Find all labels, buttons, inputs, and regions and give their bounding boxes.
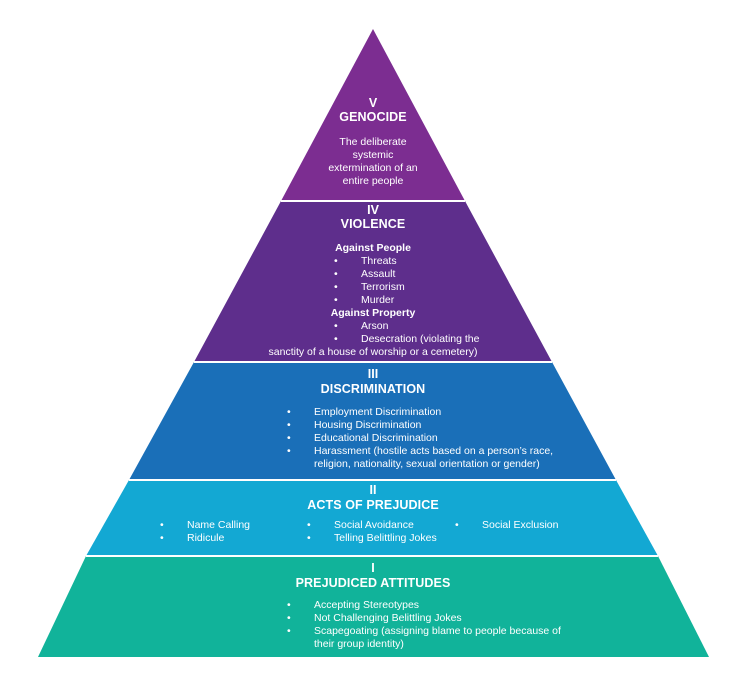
prejudice-item: Name Calling	[160, 519, 250, 532]
attitudes-item: Accepting Stereotypes	[287, 599, 419, 612]
violence-property-continuation: sanctity of a house of worship or a ceme…	[268, 346, 478, 358]
violence-people-item: Terrorism	[334, 281, 405, 294]
attitudes-numeral: I	[371, 561, 375, 575]
prejudice-title: ACTS OF PREJUDICE	[307, 498, 439, 512]
violence-people-item: Threats	[334, 255, 396, 268]
violence-property-item: Arson	[334, 320, 389, 333]
violence-property-heading: Against Property	[330, 307, 416, 319]
genocide-numeral: V	[368, 96, 378, 110]
tier-prejudice-shape	[86, 480, 658, 556]
prejudice-item: Telling Belittling Jokes	[307, 532, 437, 545]
discrimination-item: Harassment (hostile acts based on a pers…	[287, 445, 553, 458]
discrimination-item: Educational Discrimination	[287, 432, 438, 445]
tier-genocide-shape	[281, 29, 465, 201]
genocide-desc-3: extermination of an	[328, 162, 418, 174]
attitudes-item: Scapegoating (assigning blame to people …	[287, 625, 561, 638]
genocide-desc-4: entire people	[342, 175, 404, 187]
violence-property-item: Desecration (violating the	[334, 333, 480, 346]
prejudice-numeral: II	[369, 483, 377, 497]
violence-people-item: Assault	[334, 268, 396, 281]
attitudes-title: PREJUDICED ATTITUDES	[295, 576, 451, 590]
violence-people-heading: Against People	[335, 242, 411, 254]
attitudes-item: Not Challenging Belittling Jokes	[287, 612, 462, 625]
genocide-title: GENOCIDE	[339, 110, 407, 124]
violence-title: VIOLENCE	[340, 217, 406, 231]
discrimination-title: DISCRIMINATION	[320, 382, 426, 396]
violence-numeral: IV	[367, 203, 379, 217]
discrimination-numeral: III	[367, 367, 379, 381]
prejudice-item: Social Exclusion	[455, 519, 559, 532]
violence-people-item: Murder	[334, 294, 394, 307]
prejudice-item: Ridicule	[160, 532, 225, 545]
discrimination-item: Employment Discrimination	[287, 406, 441, 419]
attitudes-item-continuation: their group identity)	[314, 638, 404, 650]
prejudice-item: Social Avoidance	[307, 519, 414, 532]
genocide-desc-1: The deliberate	[339, 136, 407, 148]
genocide-desc-2: systemic	[352, 149, 394, 161]
discrimination-item-continuation: religion, nationality, sexual orientatio…	[314, 458, 540, 470]
discrimination-item: Housing Discrimination	[287, 419, 421, 432]
